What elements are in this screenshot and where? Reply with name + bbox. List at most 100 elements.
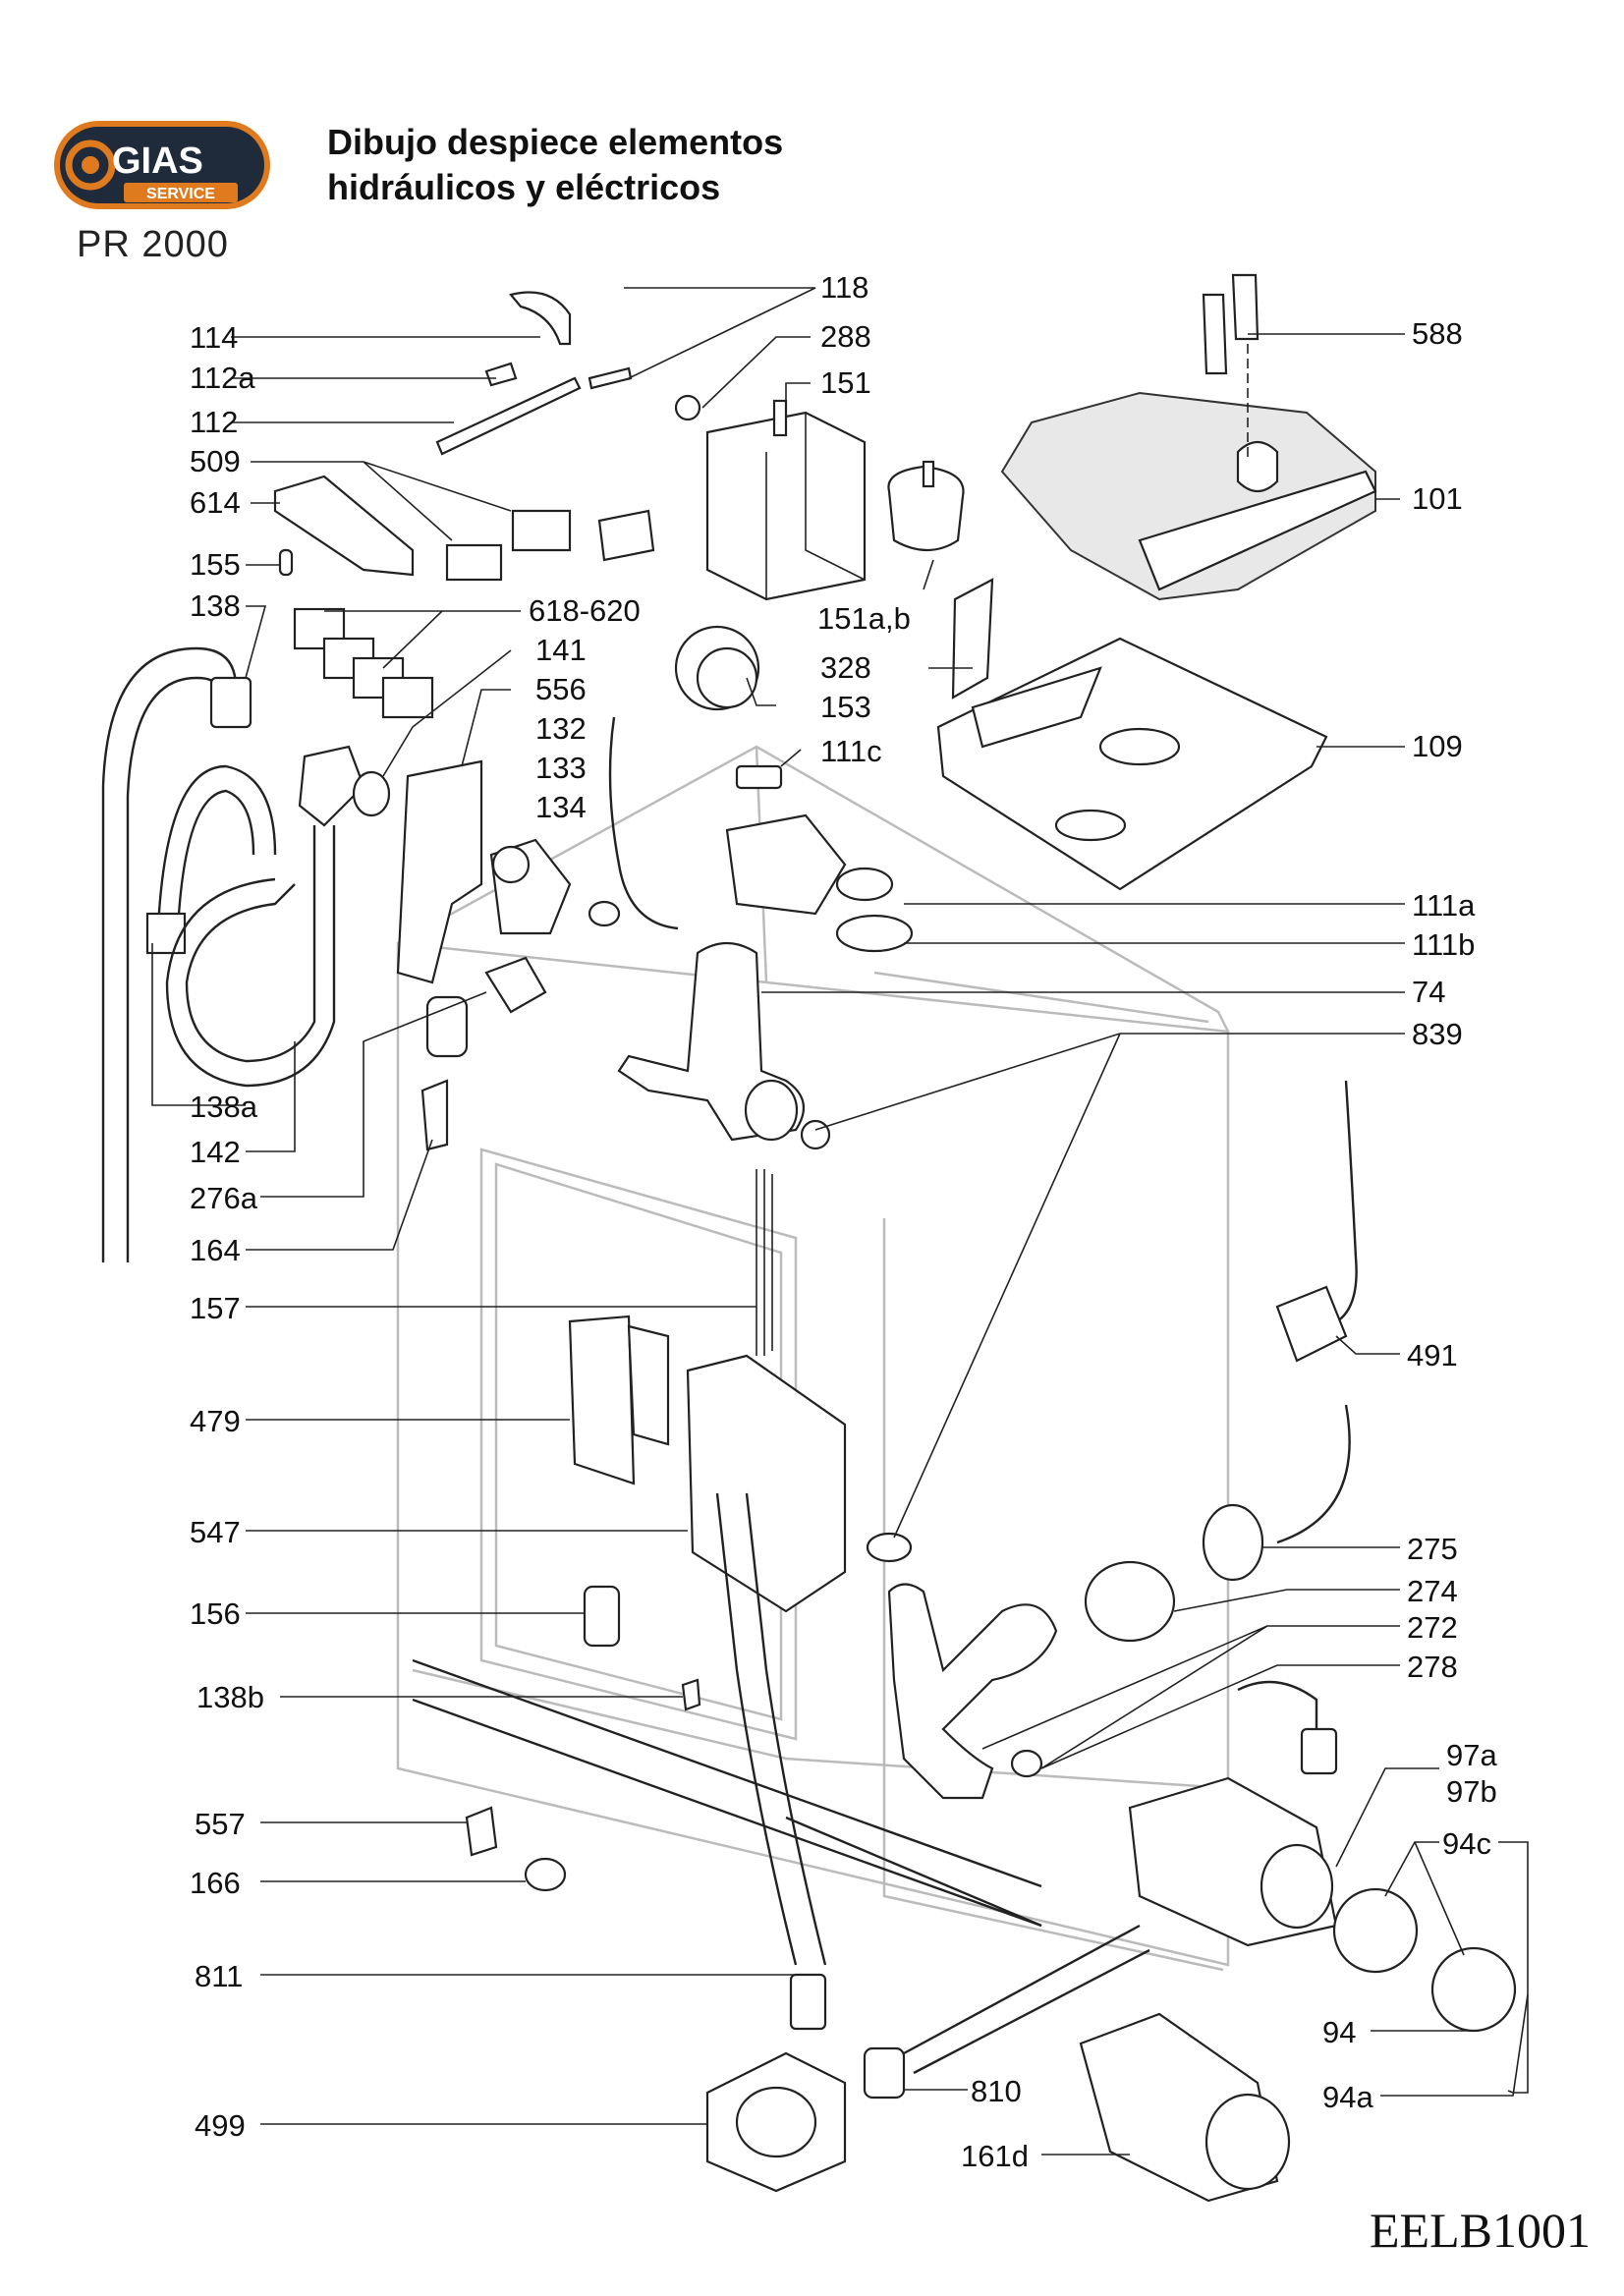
drawing-code: EELB1001 bbox=[1370, 2203, 1591, 2258]
label-111c: 111c bbox=[820, 734, 882, 768]
wiring-157 bbox=[756, 1169, 773, 1356]
label-556: 556 bbox=[535, 672, 587, 706]
label-111b: 111b bbox=[1412, 927, 1475, 962]
top-cover-101 bbox=[1000, 391, 1377, 601]
switch-509-a bbox=[445, 509, 572, 582]
label-479: 479 bbox=[190, 1404, 241, 1438]
label-109: 109 bbox=[1412, 729, 1463, 763]
inlet-hose-142 bbox=[165, 745, 365, 1088]
drain-hose-811 bbox=[715, 1492, 827, 2031]
drain-hose-138 bbox=[101, 646, 252, 1262]
drain-parts-272-274-278 bbox=[866, 1532, 1176, 1800]
switches-618-620 bbox=[293, 607, 434, 719]
label-811: 811 bbox=[195, 1959, 243, 1993]
ring-141 bbox=[352, 770, 391, 817]
label-94a: 94a bbox=[1322, 2080, 1373, 2114]
label-161d: 161d bbox=[961, 2139, 1029, 2173]
suppressor-156 bbox=[583, 1585, 621, 1648]
dispenser-inlet-111 bbox=[725, 813, 914, 953]
label-274: 274 bbox=[1407, 1574, 1458, 1608]
label-133: 133 bbox=[535, 751, 587, 785]
label-138a: 138a bbox=[190, 1090, 258, 1124]
label-132: 132 bbox=[535, 711, 587, 746]
cabinet-frame bbox=[396, 745, 1230, 1972]
label-97b: 97b bbox=[1446, 1774, 1497, 1809]
pressure-switch-275 bbox=[1202, 1503, 1264, 1582]
pump-97 bbox=[1128, 1680, 1338, 1947]
label-97a: 97a bbox=[1446, 1738, 1497, 1772]
label-138b: 138b bbox=[196, 1680, 264, 1714]
module-479 bbox=[568, 1315, 670, 1485]
filter-94 bbox=[1332, 1887, 1517, 2033]
selector-153 bbox=[674, 625, 760, 711]
base-rails bbox=[412, 1658, 1042, 1928]
rod-112 bbox=[435, 291, 633, 456]
pin-155 bbox=[278, 548, 294, 577]
hose-810 bbox=[863, 1924, 1150, 2100]
label-275: 275 bbox=[1407, 1532, 1458, 1566]
label-101: 101 bbox=[1412, 481, 1463, 516]
hose-bend-138a bbox=[145, 764, 277, 955]
label-328: 328 bbox=[820, 650, 871, 685]
title-line-2: hidráulicos y eléctricos bbox=[327, 167, 721, 207]
label-839: 839 bbox=[1412, 1017, 1463, 1051]
label-288: 288 bbox=[820, 319, 871, 354]
hose-132-133 bbox=[588, 716, 679, 930]
part-labels: 114 112a 112 509 614 155 138 118 288 151… bbox=[190, 270, 1497, 2173]
valve-134 bbox=[489, 838, 572, 935]
label-557: 557 bbox=[195, 1807, 246, 1841]
pump-499 bbox=[705, 2051, 847, 2193]
label-142: 142 bbox=[190, 1135, 241, 1169]
timer-151 bbox=[705, 399, 867, 601]
power-cord-491 bbox=[1275, 1080, 1358, 1544]
label-94c: 94c bbox=[1442, 1826, 1491, 1861]
pipes-588 bbox=[1202, 273, 1260, 462]
label-151ab: 151a,b bbox=[817, 601, 911, 636]
label-138: 138 bbox=[190, 588, 241, 623]
label-588: 588 bbox=[1412, 316, 1463, 351]
capacitor-164 bbox=[420, 995, 469, 1151]
bellows-74 bbox=[617, 942, 806, 1142]
knob-288 bbox=[597, 394, 701, 562]
label-614: 614 bbox=[190, 485, 241, 520]
label-111a: 111a bbox=[1412, 888, 1476, 923]
label-164: 164 bbox=[190, 1233, 241, 1267]
dispenser-109 bbox=[936, 637, 1328, 891]
label-499: 499 bbox=[195, 2108, 246, 2143]
bracket-557 bbox=[465, 1806, 498, 1857]
bracket-614 bbox=[273, 475, 415, 577]
brand-logo: GIAS SERVICE bbox=[54, 121, 270, 209]
clamp-166 bbox=[524, 1857, 567, 1892]
label-156: 156 bbox=[190, 1596, 241, 1631]
board-328 bbox=[951, 578, 994, 700]
label-166: 166 bbox=[190, 1866, 241, 1900]
logo-brand-text: GIAS bbox=[112, 140, 203, 182]
label-547: 547 bbox=[190, 1515, 241, 1549]
label-118: 118 bbox=[820, 270, 868, 305]
label-491: 491 bbox=[1407, 1338, 1458, 1372]
label-141: 141 bbox=[535, 633, 587, 667]
title-line-1: Dibujo despiece elementos bbox=[327, 122, 784, 162]
label-134: 134 bbox=[535, 790, 587, 824]
clip-111c bbox=[735, 764, 783, 790]
clip-138b bbox=[681, 1678, 701, 1711]
label-114: 114 bbox=[190, 320, 238, 355]
gasket-276a bbox=[484, 956, 547, 1014]
logo-emblem-icon bbox=[65, 140, 116, 191]
label-618-620: 618-620 bbox=[529, 593, 641, 628]
label-94: 94 bbox=[1322, 2015, 1356, 2049]
leader-lines bbox=[151, 287, 1529, 2156]
bracket-556 bbox=[396, 759, 483, 984]
label-151: 151 bbox=[820, 365, 871, 400]
box-547 bbox=[686, 1354, 847, 1613]
label-272: 272 bbox=[1407, 1610, 1458, 1645]
label-509: 509 bbox=[190, 444, 241, 478]
clamp-839 bbox=[800, 1119, 831, 1150]
logo-sub-text: SERVICE bbox=[146, 186, 215, 202]
pump-161d bbox=[1079, 2012, 1291, 2203]
label-810: 810 bbox=[971, 2074, 1022, 2108]
model-name: PR 2000 bbox=[77, 224, 229, 265]
label-278: 278 bbox=[1407, 1650, 1458, 1684]
label-112: 112 bbox=[190, 405, 238, 439]
